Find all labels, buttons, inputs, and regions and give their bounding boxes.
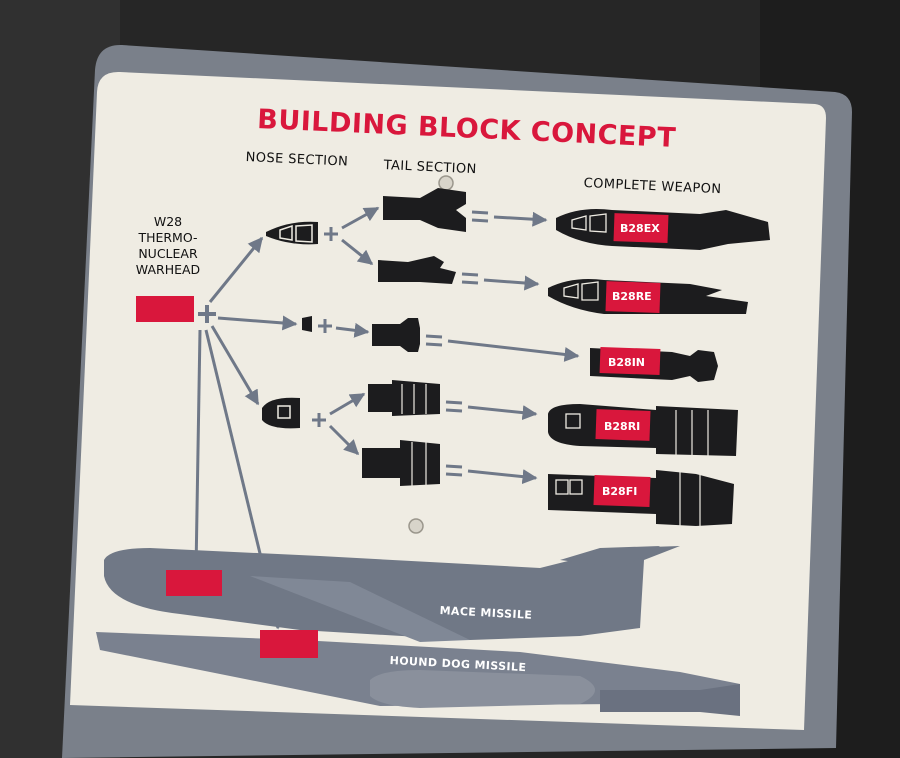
arrow (493, 211, 548, 227)
tail-section-2 (378, 256, 456, 284)
arrow (188, 329, 204, 572)
plus-icon (198, 305, 216, 323)
hound-dog-missile (96, 620, 740, 716)
arrow (208, 236, 264, 303)
tail-section-4 (368, 380, 440, 416)
tail-section-1 (383, 188, 466, 232)
arrow (210, 325, 260, 406)
weapon-tag-b28ri: B28RI (604, 420, 641, 433)
plus-icon (324, 227, 338, 241)
screw-icon (438, 175, 454, 191)
arrow (335, 322, 370, 338)
equals-icon (445, 400, 463, 413)
arrow (467, 405, 538, 421)
equals-icon (445, 464, 463, 477)
arrow (341, 238, 374, 266)
arrow (217, 315, 298, 331)
weapon-b28re (548, 279, 748, 314)
weapon-tag-b28ex: B28EX (620, 222, 660, 235)
weapon-b28in (590, 346, 718, 382)
plus-icon (318, 319, 332, 333)
equals-icon (471, 210, 489, 223)
mace-missile (104, 546, 680, 642)
weapon-tag-b28re: B28RE (612, 290, 652, 303)
nose-section-2 (302, 316, 312, 332)
hound-dog-warhead-block (260, 630, 318, 658)
warhead-block (136, 296, 194, 322)
mace-warhead-block (166, 570, 222, 596)
equals-icon (425, 334, 443, 347)
equals-icon (461, 272, 479, 285)
screw-icon (408, 518, 424, 534)
weapon-tag-b28in: B28IN (608, 356, 645, 369)
arrow (467, 469, 538, 485)
arrow (328, 424, 360, 456)
arrow (341, 206, 380, 230)
weapon-b28fi (548, 470, 734, 526)
tail-section-5 (362, 440, 440, 486)
weapon-b28ex (556, 209, 770, 250)
arrow (447, 339, 580, 362)
tail-section-3 (372, 318, 420, 352)
warhead-label: W28 THERMO- NUCLEAR WARHEAD (135, 214, 201, 277)
arrow (329, 392, 366, 416)
weapon-tag-b28fi: B28FI (602, 485, 638, 498)
arrow (483, 275, 540, 291)
plus-icon (312, 413, 326, 427)
weapon-b28ri (548, 404, 738, 456)
